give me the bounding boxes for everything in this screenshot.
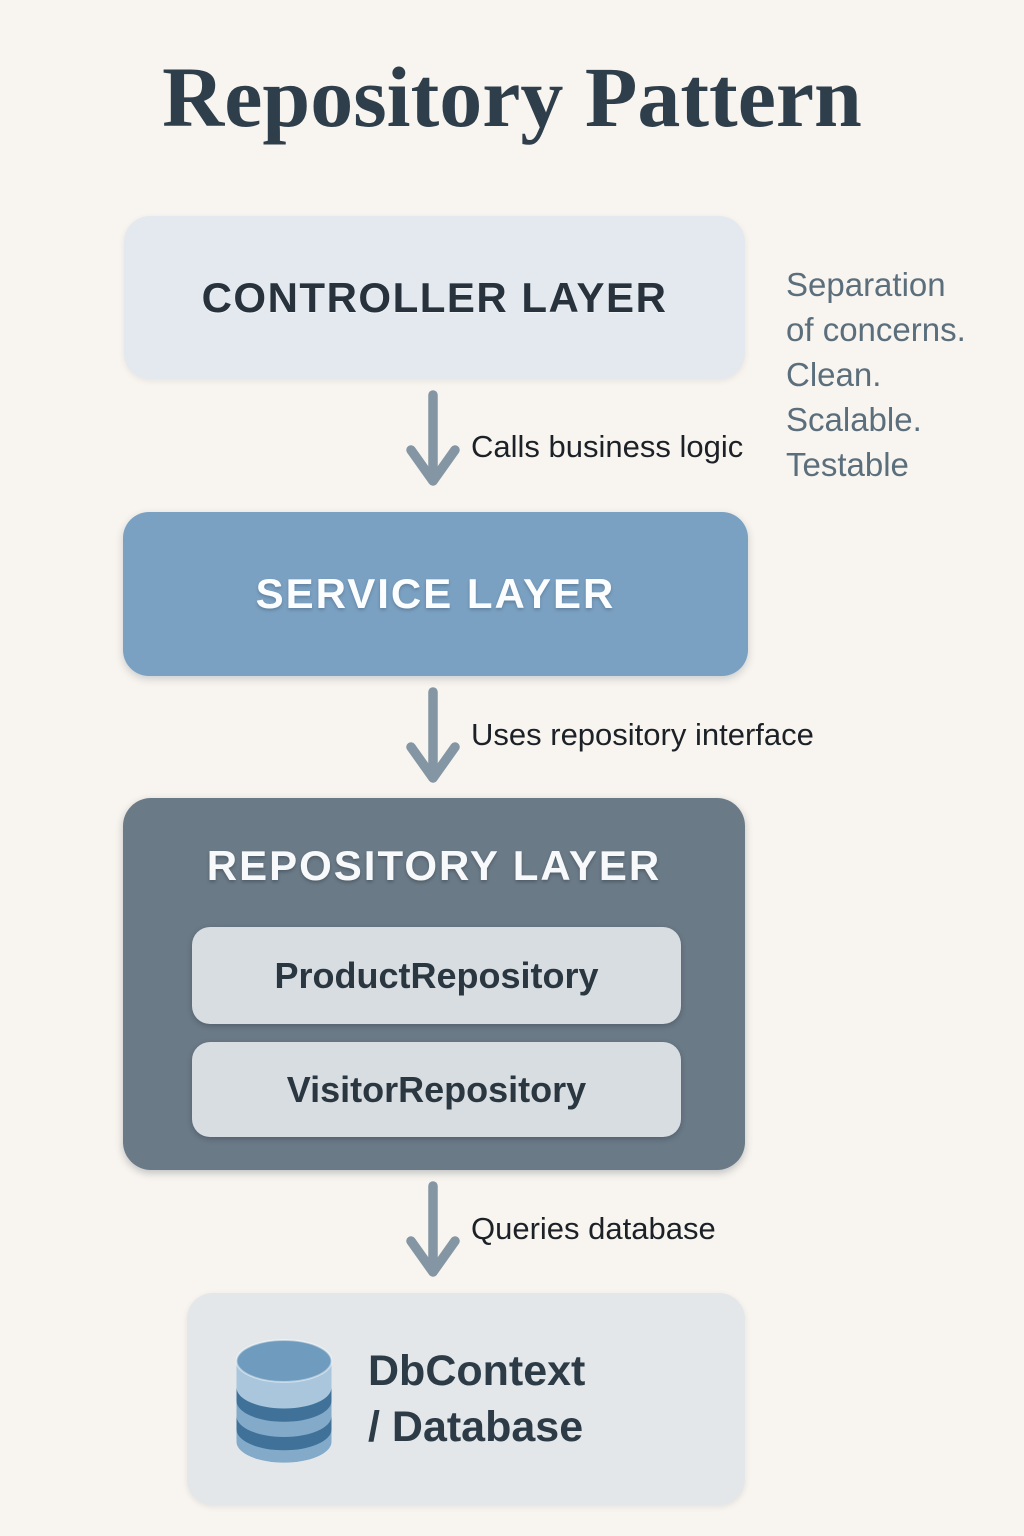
edge-label-queries-database: Queries database (471, 1211, 716, 1246)
benefits-note: Separation of concerns. Clean. Scalable.… (786, 262, 966, 487)
repository-layer-label: REPOSITORY LAYER (206, 842, 662, 889)
product-repository-label: ProductRepository (274, 954, 599, 996)
note-line: Scalable. (786, 401, 922, 438)
down-arrow-icon (406, 1181, 460, 1277)
database-node: DbContext / Database (187, 1293, 745, 1505)
note-line: Testable (786, 446, 909, 483)
note-line: Separation (786, 266, 946, 303)
database-label-line2: / Database (368, 1403, 584, 1451)
database-label: DbContext / Database (368, 1343, 585, 1455)
service-layer-node: SERVICE LAYER (123, 512, 748, 676)
repository-layer-node: REPOSITORY LAYER ProductRepository Visit… (123, 798, 745, 1170)
visitor-repository-label: VisitorRepository (286, 1068, 587, 1110)
database-label-line1: DbContext (368, 1347, 586, 1395)
controller-layer-node: CONTROLLER LAYER (124, 216, 745, 379)
note-line: Clean. (786, 356, 882, 393)
product-repository-node: ProductRepository (192, 927, 681, 1024)
page-title: Repository Pattern (162, 49, 862, 145)
down-arrow-icon (406, 390, 460, 486)
database-cylinder-icon (235, 1339, 333, 1463)
edge-label-uses-repository-interface: Uses repository interface (471, 717, 814, 752)
edge-label-calls-business-logic: Calls business logic (471, 429, 744, 464)
controller-layer-label: CONTROLLER LAYER (201, 273, 668, 321)
visitor-repository-node: VisitorRepository (192, 1042, 681, 1137)
down-arrow-icon (406, 687, 460, 783)
note-line: of concerns. (786, 311, 966, 348)
service-layer-label: SERVICE LAYER (255, 570, 616, 617)
